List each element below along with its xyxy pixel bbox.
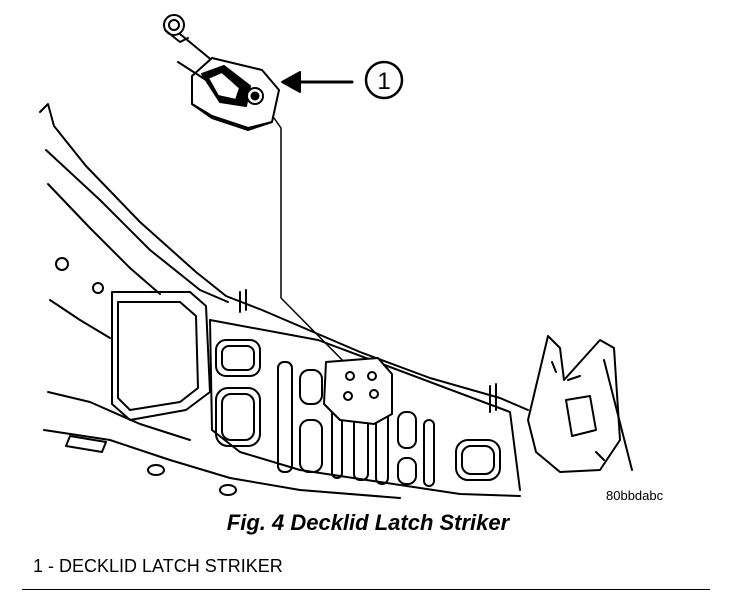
latch-striker [177,57,280,131]
figure-caption: Fig. 4 Decklid Latch Striker [226,510,510,535]
legend-item: 1 - DECKLID LATCH STRIKER [33,556,283,576]
bottom-rule [22,589,710,590]
callout-arrow [281,71,354,93]
bolt [163,14,215,63]
figure-illustration: 1 [39,14,633,499]
callout-circle [364,60,404,100]
figure-reference-code: 80bbdabc [606,488,664,503]
callout-number: 1 [377,68,390,95]
rear-body-panel [39,103,633,499]
